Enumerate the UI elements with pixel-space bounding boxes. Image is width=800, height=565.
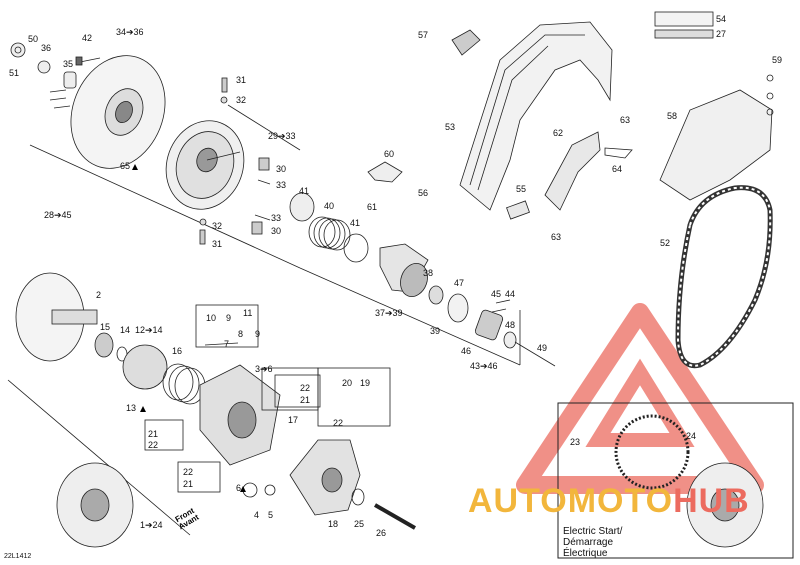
label-40: 40 <box>324 201 335 211</box>
label-11: 11 <box>243 308 253 318</box>
label-62: 62 <box>553 128 564 138</box>
label-53: 53 <box>445 122 456 132</box>
label-13: 13 <box>126 403 137 413</box>
label-38: 38 <box>423 268 434 278</box>
label-61: 61 <box>367 202 378 212</box>
label-63b: 63 <box>551 232 562 242</box>
electric-start-inset <box>557 402 794 559</box>
label-25: 25 <box>354 519 365 529</box>
label-57: 57 <box>418 30 429 40</box>
label-14: 14 <box>120 325 131 335</box>
label-22b: 22 <box>148 440 159 450</box>
label-58: 58 <box>667 111 678 121</box>
watermark-part2: HUB <box>673 482 750 520</box>
label-37-39: 37➔39 <box>375 308 403 318</box>
label-9: 9 <box>226 313 232 323</box>
document-number: 22L1412 <box>4 553 32 560</box>
label-55: 55 <box>516 184 527 194</box>
label-65: 65 <box>120 161 131 171</box>
watermark-part1: AUTOMOTO <box>468 482 674 520</box>
label-1-24: 1➔24 <box>140 520 163 530</box>
label-64: 64 <box>612 164 623 174</box>
label-21b: 21 <box>148 429 159 439</box>
label-54: 54 <box>716 14 727 24</box>
label-34-36: 34➔36 <box>116 27 144 37</box>
label-35: 35 <box>63 59 74 69</box>
inset-caption-line3: Électrique <box>563 548 608 559</box>
label-21: 21 <box>300 395 311 405</box>
label-16: 16 <box>172 346 183 356</box>
inset-caption-line1: Electric Start/ <box>563 526 623 537</box>
label-63: 63 <box>620 115 631 125</box>
label-60: 60 <box>384 149 395 159</box>
inset-caption-line2: Démarrage <box>563 537 614 548</box>
label-50: 50 <box>28 34 39 44</box>
label-31b: 31 <box>212 239 223 249</box>
label-47: 47 <box>454 278 465 288</box>
label-30: 30 <box>276 164 287 174</box>
label-2: 2 <box>96 290 102 300</box>
label-56: 56 <box>418 188 429 198</box>
label-23: 23 <box>570 437 581 447</box>
label-45: 45 <box>491 289 502 299</box>
inset-caption: Electric Start/ Démarrage Électrique <box>563 526 622 559</box>
label-5: 5 <box>268 510 274 520</box>
label-4: 4 <box>254 510 260 520</box>
label-33b: 33 <box>271 213 282 223</box>
label-51: 51 <box>9 68 20 78</box>
label-39: 39 <box>430 326 441 336</box>
label-44: 44 <box>505 289 516 299</box>
label-41: 41 <box>299 186 310 196</box>
label-43-46: 43➔46 <box>470 361 498 371</box>
ring-gear <box>614 414 690 490</box>
label-22c: 22 <box>183 467 194 477</box>
label-41b: 41 <box>350 218 361 228</box>
spring-40 <box>308 216 351 251</box>
label-22: 22 <box>300 383 311 393</box>
label-21c: 21 <box>183 479 194 489</box>
label-42: 42 <box>82 33 93 43</box>
label-32: 32 <box>236 95 247 105</box>
label-27: 27 <box>716 29 727 39</box>
label-3-6: 3➔6 <box>255 364 273 374</box>
label-9b: 9 <box>255 329 261 339</box>
belt-cover <box>659 89 773 201</box>
label-19: 19 <box>360 378 371 388</box>
drive-belt <box>675 185 773 369</box>
label-8: 8 <box>238 329 244 339</box>
label-30b: 30 <box>271 226 282 236</box>
label-59: 59 <box>772 55 783 65</box>
label-22d: 22 <box>333 418 344 428</box>
label-29-33: 29➔33 <box>268 131 296 141</box>
label-36: 36 <box>41 43 52 53</box>
label-46: 46 <box>461 346 472 356</box>
watermark-triangle <box>516 303 764 494</box>
label-49: 49 <box>537 343 548 353</box>
label-28-45: 28➔45 <box>44 210 72 220</box>
label-18: 18 <box>328 519 339 529</box>
assembly-line-upper <box>29 144 301 269</box>
label-52: 52 <box>660 238 671 248</box>
label-15: 15 <box>100 322 111 332</box>
label-12-14: 12➔14 <box>135 325 163 335</box>
label-20: 20 <box>342 378 353 388</box>
label-17: 17 <box>288 415 299 425</box>
label-32b: 32 <box>212 221 223 231</box>
belt-guard <box>459 21 613 211</box>
label-33: 33 <box>276 180 287 190</box>
spring-16 <box>162 363 206 405</box>
label-48: 48 <box>505 320 516 330</box>
label-6: 6 <box>236 483 242 493</box>
watermark-text: AUTOMOTOHUB <box>468 482 750 521</box>
label-7: 7 <box>224 339 230 349</box>
label-26: 26 <box>376 528 387 538</box>
label-31: 31 <box>236 75 247 85</box>
label-10: 10 <box>206 313 217 323</box>
label-24: 24 <box>686 431 697 441</box>
